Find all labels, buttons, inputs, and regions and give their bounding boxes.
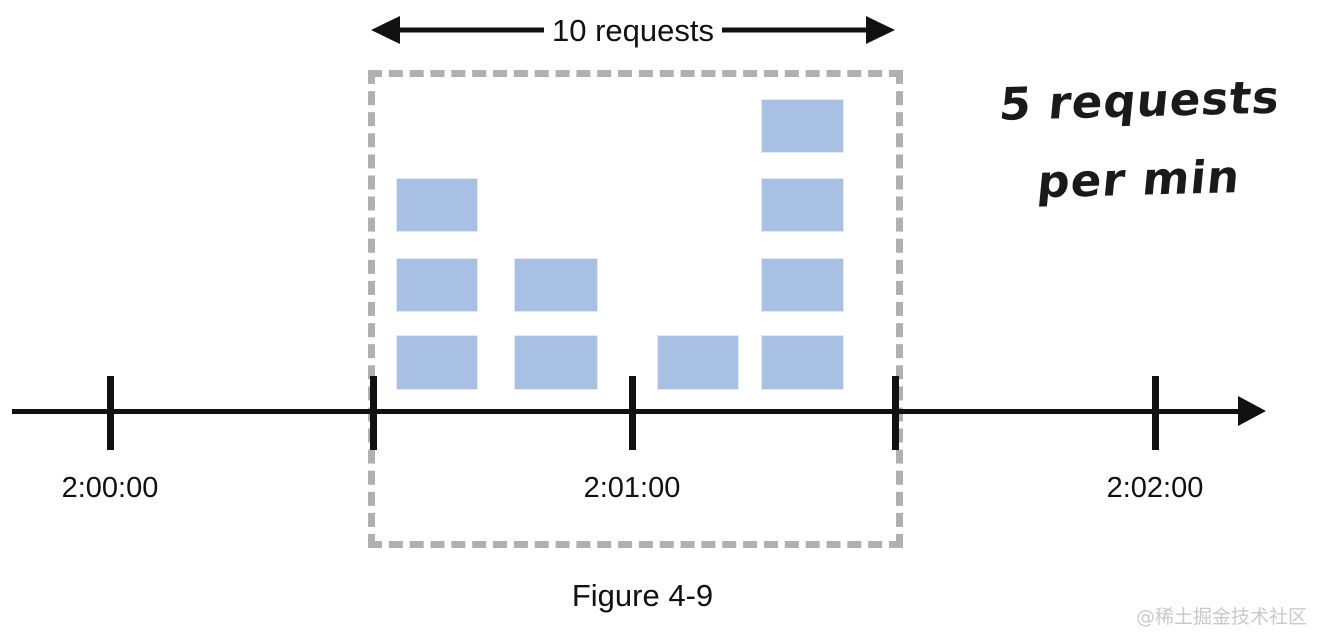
sliding-window-box (368, 70, 903, 548)
watermark: @稀土掘金技术社区 (1135, 606, 1307, 628)
request-bar (762, 100, 843, 152)
request-bar (397, 336, 477, 389)
span-annotation-label: 10 requests (544, 11, 722, 51)
axis-tick-label-2: 2:01:00 (583, 472, 681, 504)
request-bar (515, 259, 597, 311)
request-bar (762, 259, 843, 311)
figure-caption: Figure 4-9 (571, 578, 714, 613)
axis-tick-4 (1152, 376, 1159, 450)
handwritten-line-2: per min (1035, 150, 1243, 209)
axis-tick-3 (892, 376, 899, 450)
span-annotation: 10 requests (368, 6, 898, 54)
axis-tick-label-0: 2:00:00 (61, 472, 159, 504)
request-bar (762, 336, 843, 389)
axis-tick-2 (629, 376, 636, 450)
request-bar (762, 179, 843, 231)
handwritten-rate-note: 5 requests per min (997, 62, 1300, 218)
axis-tick-label-4: 2:02:00 (1106, 472, 1204, 504)
request-bar (397, 259, 477, 311)
axis-tick-1 (370, 376, 377, 450)
timeline-arrow-icon (1238, 396, 1266, 426)
request-bar (515, 336, 597, 389)
handwritten-line-1: 5 requests (997, 70, 1283, 131)
request-bar (658, 336, 738, 389)
axis-tick-0 (107, 376, 114, 450)
request-bar (397, 179, 477, 231)
